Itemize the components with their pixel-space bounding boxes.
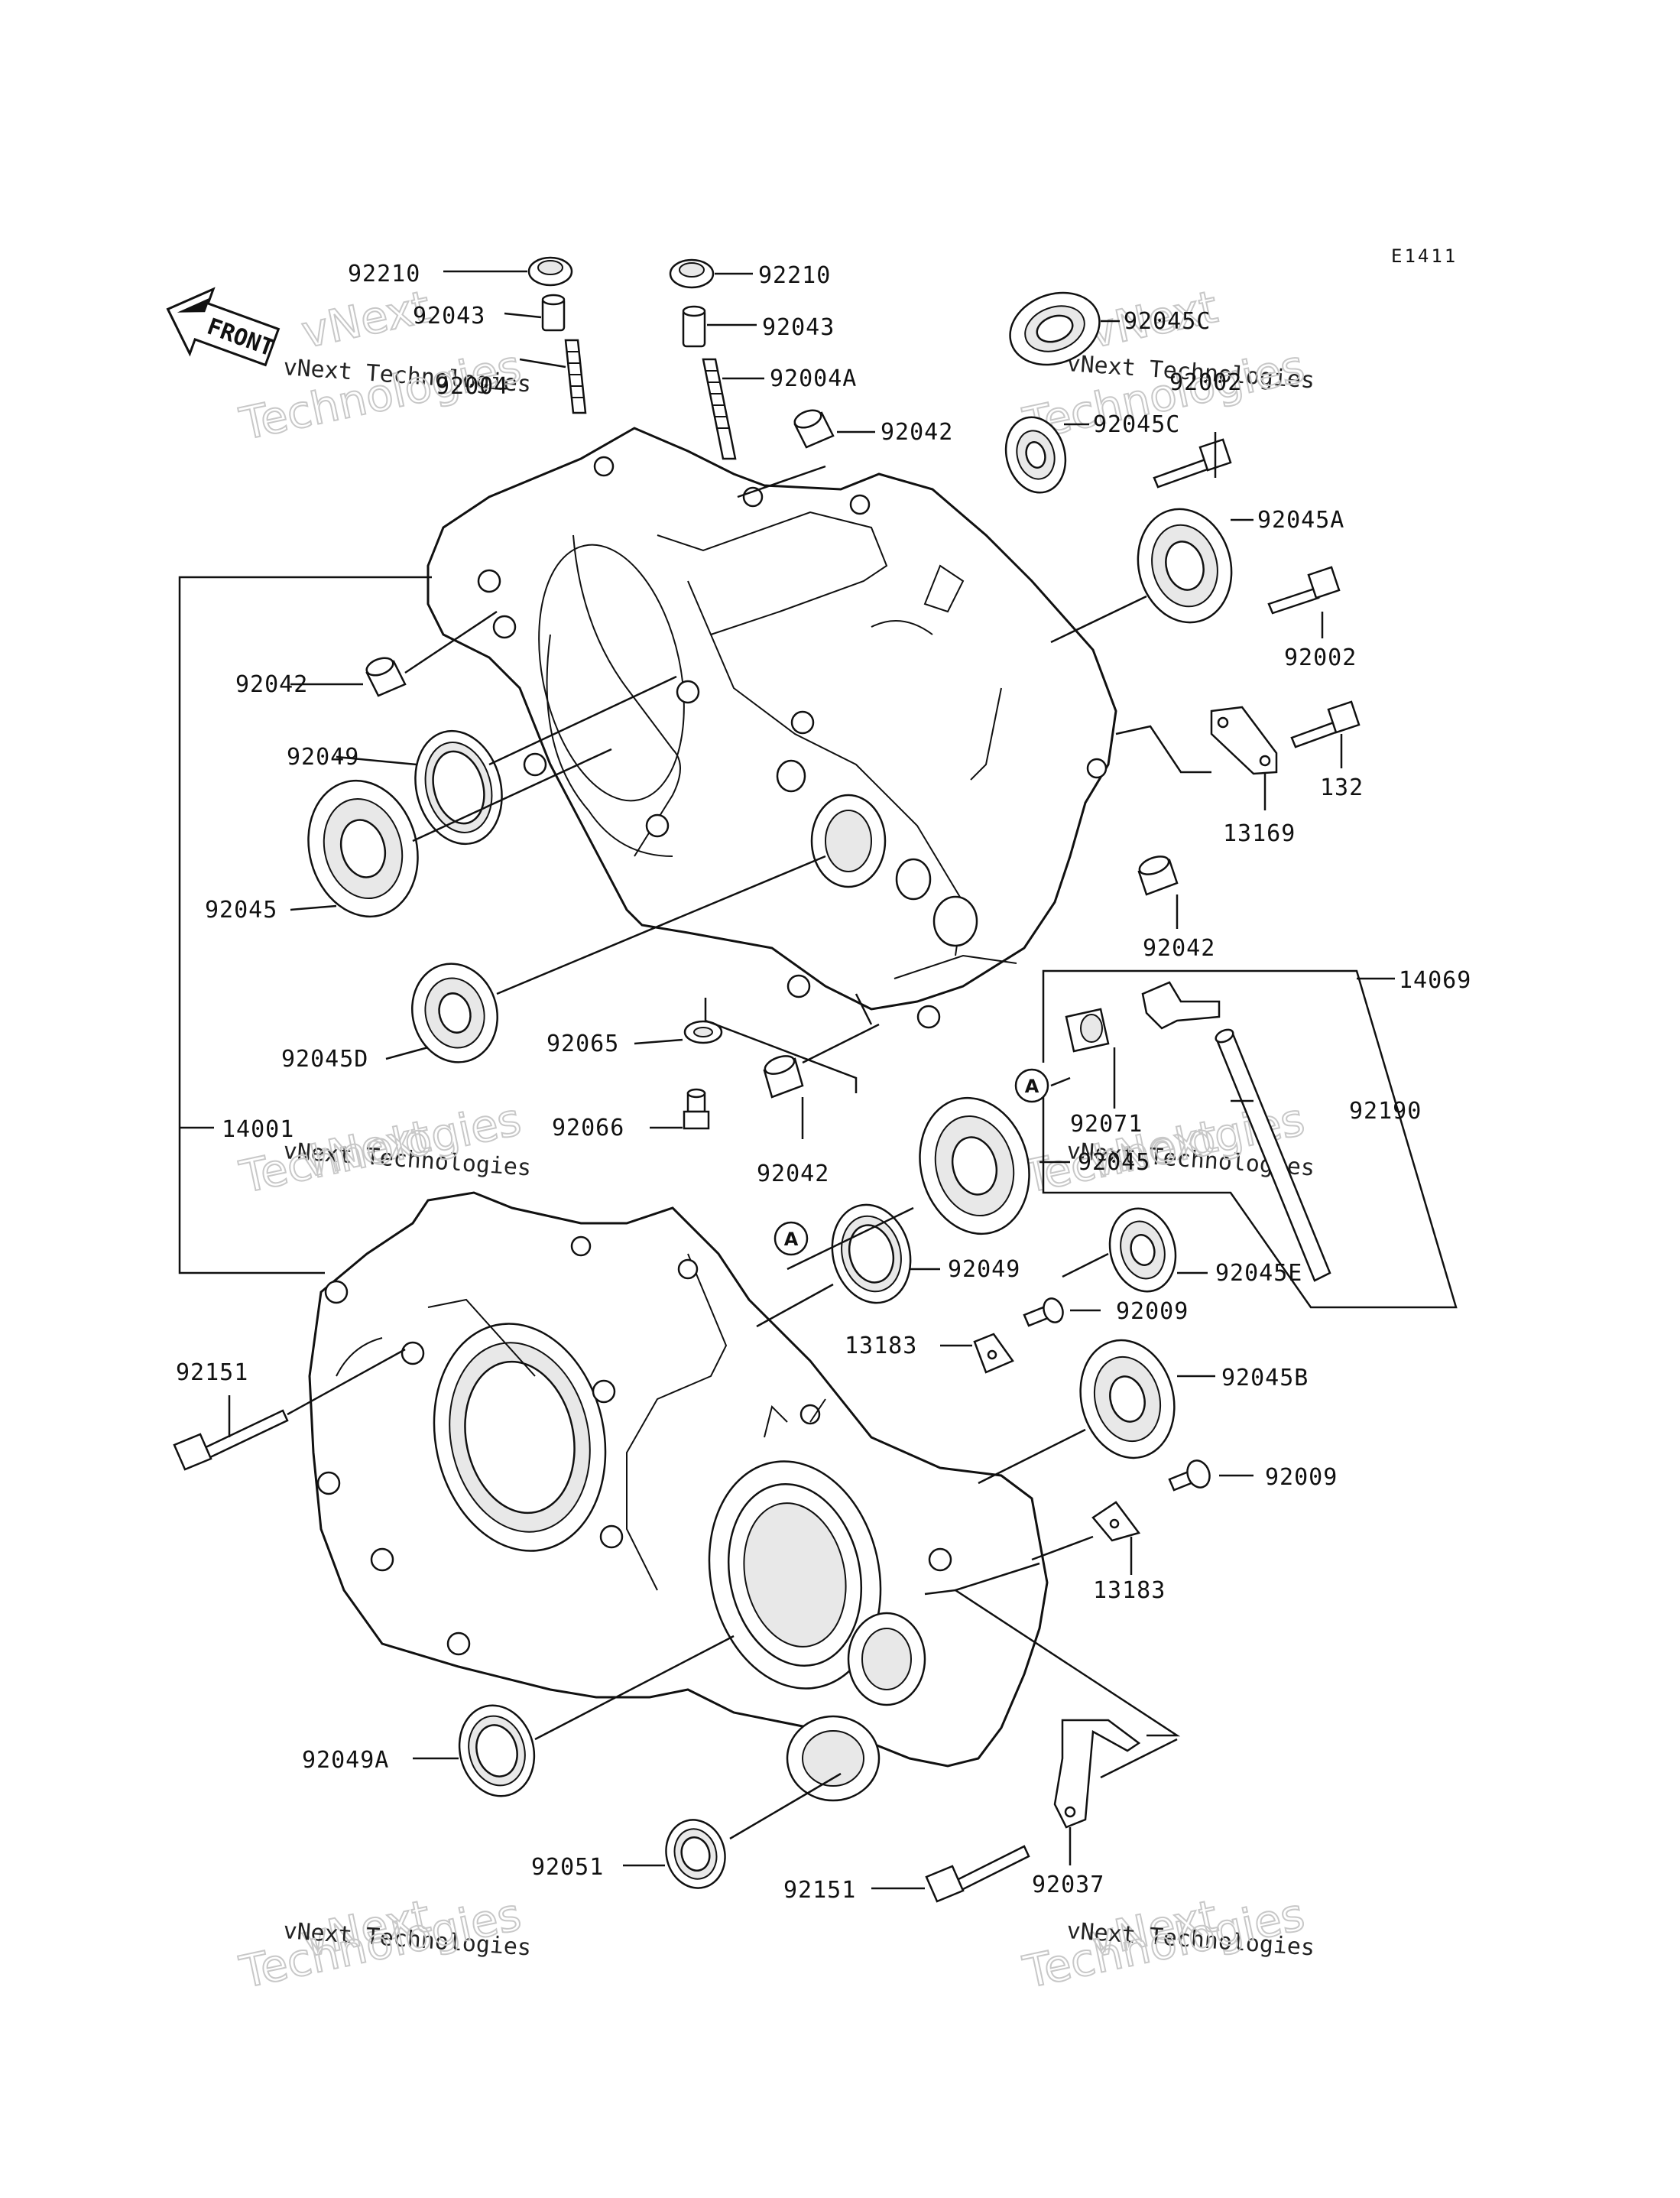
watermark-bottom-left: vNext vNext Technologies Technologies xyxy=(235,1888,532,1999)
label-92042-right: 92042 xyxy=(1143,935,1215,962)
label-92049-top: 92049 xyxy=(287,744,359,771)
label-92066: 92066 xyxy=(552,1115,624,1141)
dowel-92042-left-icon xyxy=(365,657,407,697)
label-13169: 13169 xyxy=(1223,820,1296,847)
label-92049-mid: 92049 xyxy=(948,1256,1020,1283)
ref-marker-a-lower: A xyxy=(774,1221,809,1256)
label-132: 132 xyxy=(1320,774,1364,801)
watermark-bottom-right: vNext vNext Technologies Technologies xyxy=(1018,1888,1315,1999)
label-92065: 92065 xyxy=(546,1031,619,1057)
seal-92049A-icon xyxy=(458,1704,536,1797)
label-92045C-top: 92045C xyxy=(1124,308,1211,335)
nut-92210-right-icon xyxy=(669,258,715,289)
collar-92043-right-icon xyxy=(682,305,706,348)
watermark-top-right: vNext vNext Technologies Technologies xyxy=(1018,280,1315,451)
dowel-92042-top-icon xyxy=(793,409,835,449)
label-13183-top: 13183 xyxy=(845,1333,917,1359)
label-92004: 92004 xyxy=(436,373,508,400)
svg-text:A: A xyxy=(1025,1076,1039,1097)
dowel-92042-mid-icon xyxy=(763,1055,804,1099)
bolt-92151-left-icon xyxy=(173,1409,289,1471)
label-92045E: 92045E xyxy=(1215,1260,1302,1287)
bearing-92045C-top-icon xyxy=(1009,291,1101,366)
label-92045-mid: 92045 xyxy=(1078,1149,1150,1176)
label-92043-left: 92043 xyxy=(413,303,485,330)
label-92045D: 92045D xyxy=(281,1046,368,1073)
seal-92051-icon xyxy=(665,1819,726,1889)
label-13183-bot: 13183 xyxy=(1093,1577,1166,1604)
ref-marker-a-upper: A xyxy=(1014,1068,1049,1103)
seal-92049-top-icon xyxy=(414,729,503,846)
bearing-92045B-icon xyxy=(1079,1339,1176,1459)
plate-13169-icon xyxy=(1210,706,1278,775)
label-92042-mid: 92042 xyxy=(757,1161,829,1187)
label-92037: 92037 xyxy=(1032,1872,1104,1898)
bolt-92151-bot-icon xyxy=(925,1845,1030,1903)
label-92043-right: 92043 xyxy=(762,314,835,341)
label-92042-top: 92042 xyxy=(881,419,953,446)
leader-lines xyxy=(178,270,1458,1890)
bearing-92045A-icon xyxy=(1137,508,1233,624)
bearing-92045D-icon xyxy=(411,963,498,1063)
diagram-code: E1411 xyxy=(1391,245,1458,267)
plug-92066-icon xyxy=(683,1088,710,1130)
label-92002: 92002 xyxy=(1284,644,1357,671)
label-92049A: 92049A xyxy=(302,1747,389,1774)
fitting-14069-icon xyxy=(1141,981,1221,1030)
svg-text:Technologies: Technologies xyxy=(235,1093,526,1203)
label-92151-left: 92151 xyxy=(176,1359,248,1386)
label-92210-left: 92210 xyxy=(348,261,420,287)
label-92009-top: 92009 xyxy=(1116,1298,1189,1325)
watermark-top-left: vNext vNext Technologies Technologies xyxy=(235,280,532,451)
bracket-92037-icon xyxy=(1053,1719,1141,1829)
screw-92009-bot-icon xyxy=(1168,1459,1211,1492)
upper-crankcase xyxy=(426,427,1117,1029)
hose-92190-icon xyxy=(1215,1028,1331,1282)
label-92045A: 92045A xyxy=(1257,507,1344,534)
label-92004A: 92004A xyxy=(770,365,857,392)
label-92051: 92051 xyxy=(531,1854,604,1881)
bearing-92045-left-icon xyxy=(307,779,419,918)
bearing-92045E-icon xyxy=(1108,1207,1177,1293)
label-92045B: 92045B xyxy=(1221,1365,1309,1391)
watermark-mid-left: vNext vNext Technologies Technologies xyxy=(235,1093,532,1204)
label-14069: 14069 xyxy=(1399,967,1471,994)
label-92009-bot: 92009 xyxy=(1265,1464,1338,1491)
screw-92009-top-icon xyxy=(1023,1297,1064,1327)
label-92190: 92190 xyxy=(1349,1098,1422,1125)
part-labels: 92210 92210 92043 92043 92004 92004A 920… xyxy=(176,261,1471,1904)
label-92210-right: 92210 xyxy=(758,262,831,289)
lower-crankcase xyxy=(308,1191,1049,1802)
stud-92004A-icon xyxy=(702,358,737,460)
bearing-92045-mid-icon xyxy=(919,1096,1030,1235)
dowel-92042-right-icon xyxy=(1137,855,1179,896)
label-92045C: 92045C xyxy=(1093,411,1180,438)
bolt-132-icon xyxy=(1290,700,1361,748)
label-92002-top: 92002 xyxy=(1169,369,1242,396)
bearing-92045C-icon xyxy=(1004,416,1067,494)
bolt-92002-icon xyxy=(1267,566,1341,615)
stud-92004-icon xyxy=(564,339,587,414)
cap-92071-icon xyxy=(1065,1008,1110,1053)
label-92151-bot: 92151 xyxy=(783,1877,856,1904)
label-14001: 14001 xyxy=(222,1116,294,1143)
label-92042-left: 92042 xyxy=(235,671,308,698)
bolt-92002-top-icon xyxy=(1153,438,1232,489)
washer-92065-icon xyxy=(683,1020,723,1044)
bracket-13183-top-icon xyxy=(973,1333,1014,1374)
front-arrow-icon: FRONT xyxy=(166,287,281,367)
collar-92043-left-icon xyxy=(541,294,566,332)
seal-92049-mid-icon xyxy=(831,1203,912,1304)
label-92045-left: 92045 xyxy=(205,897,277,924)
bracket-13183-bot-icon xyxy=(1091,1501,1141,1542)
label-92071: 92071 xyxy=(1070,1111,1143,1138)
nut-92210-left-icon xyxy=(527,256,573,287)
svg-text:A: A xyxy=(784,1229,799,1250)
